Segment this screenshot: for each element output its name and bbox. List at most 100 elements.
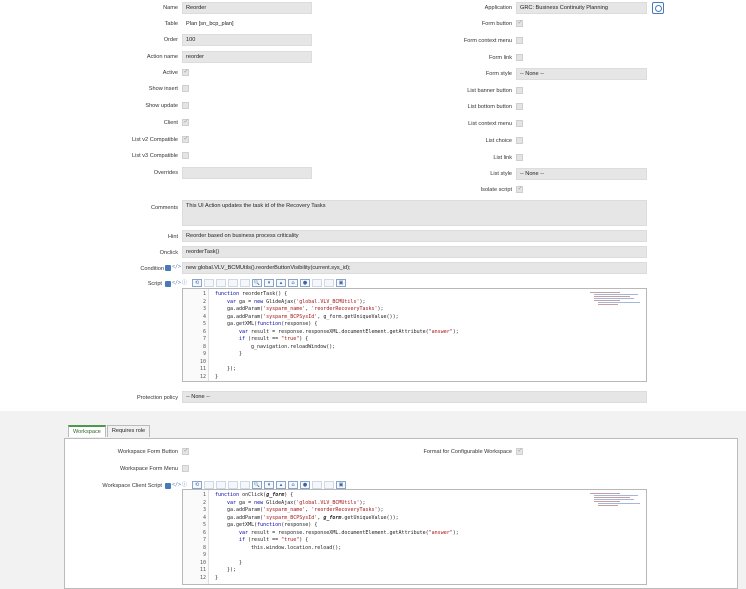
client-checkbox[interactable] (182, 118, 189, 126)
list-banner-checkbox[interactable] (516, 87, 523, 94)
script-label: Script (147, 281, 162, 287)
list-choice-label: List choice (485, 138, 512, 144)
code-token: onClick( (239, 492, 267, 498)
ws-script-code-icon[interactable]: </> (172, 482, 182, 488)
editor-toolbar-button[interactable] (312, 481, 322, 489)
list-style-select[interactable]: -- None -- (516, 168, 647, 180)
script-code-icon[interactable]: </> (172, 280, 182, 286)
editor-toolbar-button[interactable] (324, 481, 334, 489)
code-line: } (239, 560, 242, 566)
editor-toolbar-button[interactable]: ▾ (264, 481, 274, 489)
list-bottom-checkbox[interactable] (516, 103, 523, 110)
list-context-checkbox[interactable] (516, 120, 523, 127)
editor-toolbar-button[interactable]: ● (300, 279, 310, 287)
editor-toolbar-button[interactable]: ▣ (336, 279, 346, 287)
list-choice-checkbox[interactable] (516, 137, 523, 144)
condition-field[interactable]: new global.VLV_BCMUtils().reorderButtonV… (182, 262, 647, 274)
code-token: if (239, 537, 246, 543)
ws-script-editor-toolbar: ⟲ 🔍▾▴⌂● ▣ (192, 481, 346, 489)
workspace-form-button-checkbox[interactable] (182, 447, 189, 455)
editor-toolbar-button[interactable]: ⟲ (192, 481, 202, 489)
editor-toolbar-button[interactable] (216, 279, 226, 287)
onclick-label: Onclick (159, 250, 178, 256)
code-token: ); (359, 499, 366, 506)
editor-toolbar-button[interactable]: ● (300, 481, 310, 489)
configurable-workspace-checkbox[interactable] (516, 447, 523, 455)
code-token: (result == (245, 336, 282, 342)
show-update-checkbox[interactable] (182, 102, 189, 109)
editor-toolbar-button[interactable] (312, 279, 322, 287)
onclick-field[interactable]: reorderTask() (182, 246, 647, 258)
form-button-checkbox[interactable] (516, 19, 523, 27)
code-token: new (254, 298, 264, 305)
code-token: ); (359, 298, 366, 305)
overrides-field[interactable] (182, 167, 312, 179)
action-name-field[interactable]: reorder (182, 51, 312, 63)
list-v3-label: List v3 Compatible (131, 153, 178, 159)
comments-label: Comments (150, 205, 178, 211)
code-token: var (239, 328, 249, 335)
editor-toolbar-button[interactable] (216, 481, 226, 489)
script-help-icon[interactable]: ⓘ (182, 280, 188, 286)
list-v3-checkbox[interactable] (182, 152, 189, 159)
code-line: } (215, 374, 218, 380)
workspace-form-menu-checkbox[interactable] (182, 465, 189, 472)
code-token: ga.addParam( (227, 507, 264, 513)
code-token: ga.addParam( (227, 514, 264, 521)
form-link-checkbox[interactable] (516, 54, 523, 61)
editor-toolbar-button[interactable]: 🔍 (252, 481, 262, 489)
editor-toolbar-button[interactable]: ⌂ (288, 279, 298, 287)
ws-script-help-icon[interactable]: ⓘ (182, 482, 188, 488)
condition-code-icon[interactable]: </> (172, 264, 182, 270)
editor-toolbar-button[interactable]: ⌂ (288, 481, 298, 489)
hint-field[interactable]: Reorder based on business process critic… (182, 230, 647, 242)
code-token: GlideAjax( (263, 499, 297, 506)
application-info-button[interactable] (652, 2, 664, 14)
code-token: g_form (323, 514, 342, 521)
list-link-checkbox[interactable] (516, 154, 523, 161)
line-number: 8 (202, 343, 206, 350)
isolate-script-checkbox[interactable] (516, 185, 523, 193)
name-label: Name (163, 5, 178, 11)
editor-toolbar-button[interactable] (324, 279, 334, 287)
editor-toolbar-button[interactable] (240, 481, 250, 489)
editor-toolbar-button[interactable] (228, 481, 238, 489)
ws-script-builder-icon[interactable] (165, 483, 171, 489)
code-line: var result = response.responseXML.docume… (239, 329, 459, 335)
editor-toolbar-button[interactable]: 🔍 (252, 279, 262, 287)
order-field[interactable]: 100 (182, 34, 312, 46)
editor-toolbar-button[interactable]: ▣ (336, 481, 346, 489)
form-context-menu-checkbox[interactable] (516, 37, 523, 44)
code-token: ); (377, 306, 384, 312)
code-token: ga = (236, 499, 255, 506)
active-checkbox[interactable] (182, 68, 189, 76)
editor-toolbar-button[interactable] (240, 279, 250, 287)
form-style-select[interactable]: -- None -- (516, 68, 647, 80)
code-token: ) { (284, 492, 294, 498)
protection-policy-select[interactable]: -- None -- (182, 391, 647, 403)
form-style-label: Form style (485, 71, 512, 77)
show-insert-checkbox[interactable] (182, 85, 189, 92)
line-number: 11 (199, 366, 206, 372)
editor-toolbar-button[interactable]: ⟲ (192, 279, 202, 287)
editor-toolbar-button[interactable]: ▴ (276, 481, 286, 489)
comments-field[interactable]: This UI Action updates the task id of th… (182, 200, 647, 226)
editor-toolbar-button[interactable] (204, 481, 214, 489)
editor-toolbar-button[interactable]: ▴ (276, 279, 286, 287)
editor-toolbar-button[interactable]: ▾ (264, 279, 274, 287)
tab-requires-role[interactable]: Requires role (106, 425, 151, 437)
name-field[interactable]: Reorder (182, 2, 312, 14)
editor-toolbar-button[interactable] (204, 279, 214, 287)
script-builder-icon[interactable] (165, 281, 171, 287)
code-token: 'sysparm_BCPSysId' (263, 514, 318, 521)
code-line: function reorderTask() { (215, 291, 287, 297)
code-token: ) { (299, 537, 309, 543)
tab-workspace[interactable]: Workspace (68, 425, 106, 437)
code-token: new (254, 499, 264, 506)
condition-builder-icon[interactable] (165, 265, 171, 271)
editor-toolbar-button[interactable] (228, 279, 238, 287)
list-v2-checkbox[interactable] (182, 135, 189, 143)
code-token: 'sysparm_BCPSysId' (263, 313, 318, 320)
